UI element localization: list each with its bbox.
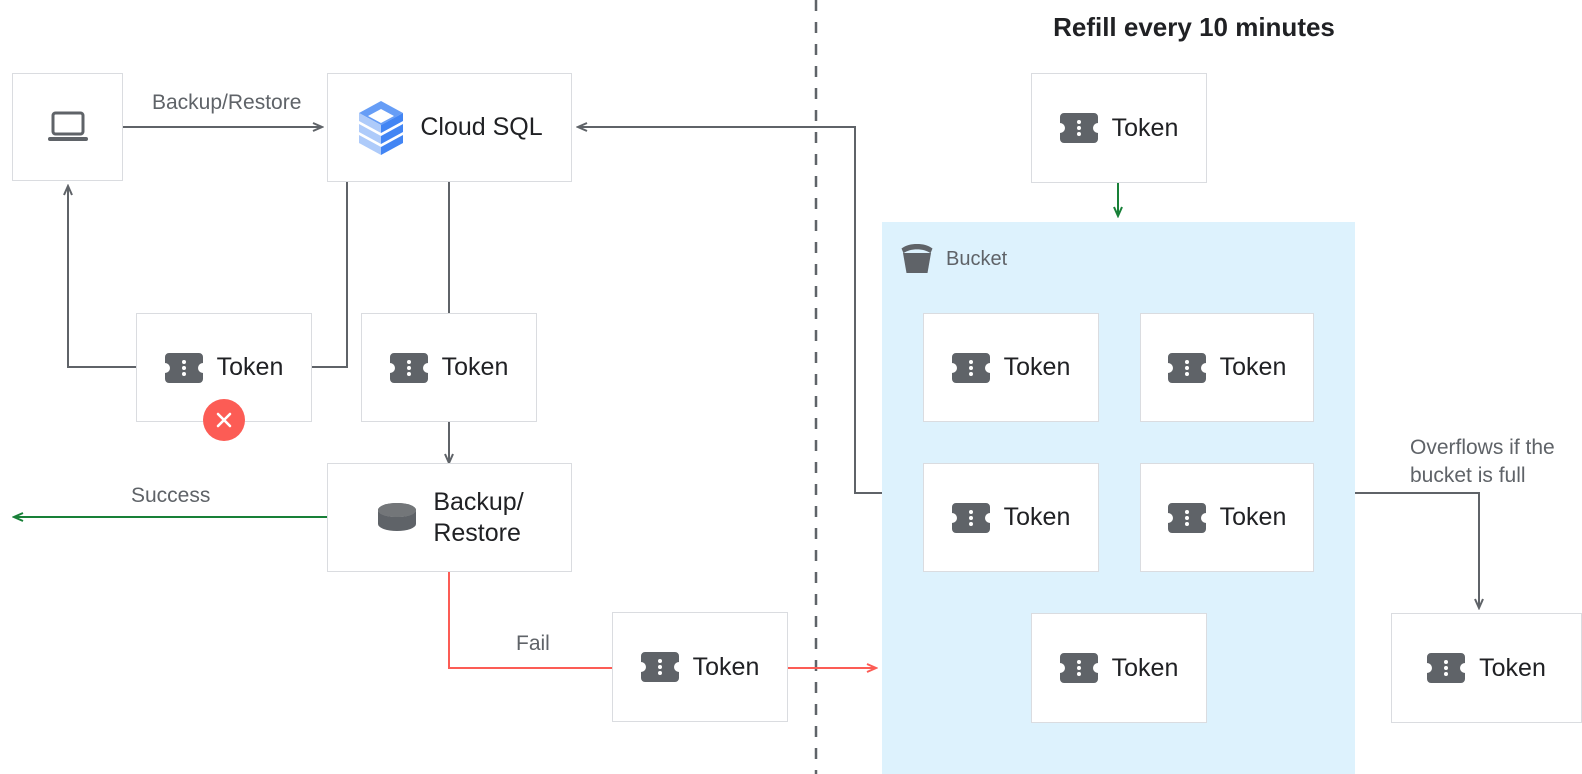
- bucket-token-label: Token: [1111, 653, 1179, 682]
- token-icon: [951, 502, 990, 533]
- node-token-fail[interactable]: Token: [612, 612, 788, 722]
- edge-label-backup-restore: Backup/Restore: [152, 91, 302, 114]
- token-overflow-label: Token: [1479, 653, 1546, 682]
- token-left-label: Token: [216, 353, 284, 382]
- cloud-sql-icon: [356, 100, 406, 156]
- node-token-refill[interactable]: Token: [1031, 73, 1207, 183]
- token-mid-label: Token: [441, 353, 509, 382]
- bucket-token-label: Token: [1219, 503, 1287, 532]
- bucket-icon: [900, 244, 934, 274]
- bucket-label: Bucket: [946, 247, 1008, 270]
- cloud-sql-label: Cloud SQL: [420, 113, 543, 142]
- token-icon: [1059, 653, 1098, 683]
- wire-bucket-to-cloudsql: [578, 127, 882, 494]
- node-bucket-token-1[interactable]: Token: [923, 313, 1099, 422]
- bucket-token-label: Token: [1003, 503, 1071, 532]
- wire-overflow: [1355, 492, 1479, 608]
- edge-label-overflow: Overflows if the bucket is full: [1410, 436, 1555, 487]
- bucket-header: Bucket: [900, 244, 1007, 274]
- node-laptop[interactable]: [12, 73, 123, 181]
- token-fail-label: Token: [692, 652, 760, 681]
- database-icon: [375, 501, 419, 535]
- node-token-mid[interactable]: Token: [361, 313, 537, 422]
- edge-label-success: Success: [131, 484, 211, 507]
- node-token-overflow[interactable]: Token: [1391, 613, 1582, 723]
- page-title: Refill every 10 minutes: [1053, 12, 1335, 42]
- node-bucket-token-5[interactable]: Token: [1031, 613, 1207, 723]
- edge-label-fail: Fail: [516, 632, 550, 655]
- bucket-token-label: Token: [1003, 353, 1071, 382]
- node-backup-restore[interactable]: Backup/ Restore: [327, 463, 572, 572]
- token-icon: [640, 652, 679, 682]
- error-x-badge: [203, 399, 245, 441]
- token-icon: [1167, 352, 1206, 383]
- backup-restore-label: Backup/ Restore: [433, 488, 524, 547]
- node-bucket-token-4[interactable]: Token: [1140, 463, 1314, 572]
- bucket-token-label: Token: [1219, 353, 1287, 382]
- token-refill-label: Token: [1111, 113, 1179, 142]
- node-bucket-token-3[interactable]: Token: [923, 463, 1099, 572]
- token-icon: [1167, 502, 1206, 533]
- token-icon: [389, 352, 428, 383]
- token-icon: [951, 352, 990, 383]
- token-icon: [1059, 113, 1098, 143]
- laptop-icon: [47, 110, 89, 144]
- token-icon: [1427, 653, 1466, 683]
- token-icon: [164, 352, 203, 383]
- node-cloud-sql[interactable]: Cloud SQL: [327, 73, 572, 182]
- node-bucket-token-2[interactable]: Token: [1140, 313, 1314, 422]
